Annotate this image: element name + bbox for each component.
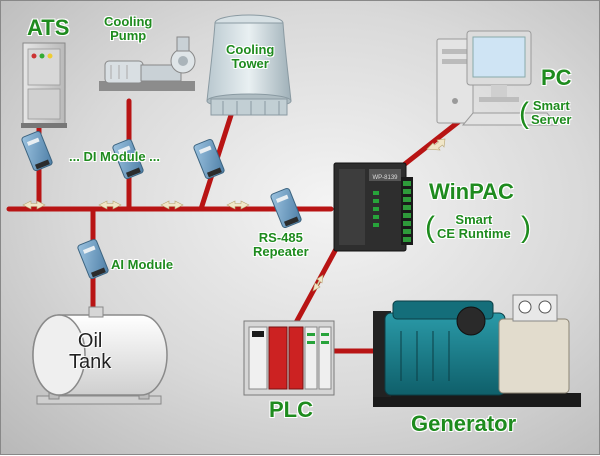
winpac-sub-label: ( Smart CE Runtime )	[425, 211, 535, 251]
pc-sub-label: ( Smart Server	[519, 97, 593, 137]
winpac-label: WinPAC	[429, 179, 514, 204]
arrow-icon	[312, 274, 324, 292]
ai-module	[77, 238, 109, 280]
ai-module-label: AI Module	[111, 257, 174, 272]
cooling-pump	[99, 36, 196, 91]
oil-tank-label: Oil Tank	[69, 331, 111, 373]
pc-label: PC	[541, 65, 572, 90]
cooling-pump-label-line2: Pump	[110, 27, 147, 43]
oil-tank-label-line2: Tank	[69, 351, 112, 373]
pc-paren-open: (	[519, 97, 529, 130]
winpac-sub-line2: CE Runtime	[437, 225, 511, 241]
diesel-generator	[373, 294, 581, 407]
di-module	[112, 138, 144, 180]
pc-sub-line1: Smart	[532, 98, 570, 113]
plc-rack	[243, 320, 335, 396]
di-module-label: ... DI Module ...	[69, 149, 160, 164]
pc-computer	[436, 30, 559, 126]
winpac-sub-line1: Smart	[455, 212, 493, 227]
oil-tank-label-line1: Oil	[77, 330, 103, 352]
arrow-icon-group	[22, 138, 446, 292]
rs485-label-line1: RS-485	[258, 230, 303, 245]
cooling-tower-label-line1: Cooling	[226, 42, 275, 57]
di-module	[21, 130, 53, 172]
pc-link	[393, 113, 469, 174]
arrow-icon	[98, 200, 122, 210]
cooling-pump-label-line1: Cooling	[104, 14, 153, 29]
cooling-tower	[206, 14, 292, 116]
arrow-icon	[22, 200, 46, 210]
cooling-pump-label: Cooling Pump	[104, 15, 152, 42]
cooling-tower-label: Cooling Tower	[226, 43, 274, 70]
arrow-icon	[160, 200, 184, 210]
ats-label: ATS	[27, 15, 70, 40]
rs485-repeater	[270, 187, 302, 229]
pc-sub-line2: Server	[531, 111, 572, 127]
arrow-icon	[426, 138, 446, 151]
svg-text:WP-8139: WP-8139	[372, 175, 398, 181]
arrow-icon	[226, 200, 250, 210]
rs485-label-line2: Repeater	[253, 243, 309, 259]
ats-cabinet	[21, 42, 67, 128]
oil-tank	[32, 306, 168, 405]
plc-label: PLC	[269, 397, 313, 422]
winpac-controller: WP-8139	[333, 162, 413, 252]
winpac-paren-close: )	[521, 211, 531, 244]
di-module	[193, 138, 225, 180]
rs485-label: RS-485 Repeater	[253, 231, 309, 258]
cooling-tower-label-line2: Tower	[231, 55, 269, 71]
winpac-paren-open: (	[425, 211, 435, 244]
generator-label: Generator	[411, 411, 517, 436]
